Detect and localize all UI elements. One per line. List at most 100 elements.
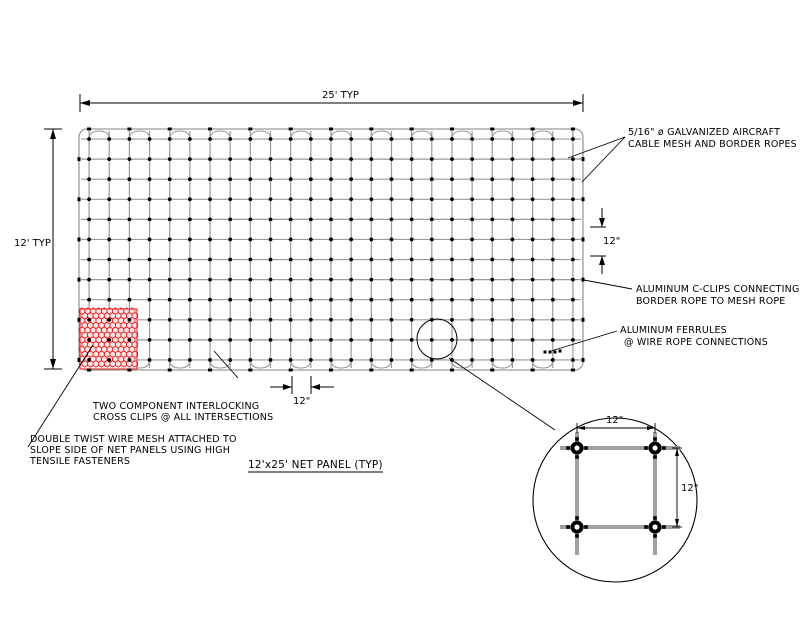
cross-clip: [369, 277, 374, 282]
cross-clip: [450, 157, 454, 162]
cross-clip: [530, 177, 535, 182]
cross-clip: [470, 217, 475, 222]
cross-clip: [107, 257, 112, 262]
callout-leaders: [27, 136, 633, 448]
cross-clip: [268, 237, 273, 242]
cross-clip: [87, 217, 91, 222]
cross-clip: [268, 197, 273, 202]
detail-clip-tab: [653, 516, 657, 520]
cross-clip: [389, 197, 394, 202]
cross-clip: [87, 297, 91, 302]
cross-clip: [308, 277, 313, 282]
rope-loop: [88, 130, 110, 140]
cross-clip: [208, 277, 212, 282]
cross-clip: [510, 358, 515, 362]
cross-clip: [167, 197, 172, 202]
cross-clip: [187, 197, 192, 202]
c-clip: [581, 277, 585, 282]
cross-clip: [268, 337, 273, 342]
cross-clip: [187, 317, 192, 322]
c-clip: [409, 127, 414, 131]
rope-loop: [411, 359, 433, 369]
cross-clip: [127, 277, 132, 282]
cross-clip: [208, 197, 212, 202]
cross-clip: [409, 257, 414, 262]
cross-clip: [87, 257, 91, 262]
cross-clip: [369, 317, 374, 322]
ferrules-callout-line1: ALUMINUM FERRULES: [620, 325, 727, 336]
rope-loop: [451, 130, 473, 140]
cross-clip: [510, 237, 515, 242]
cross-clip: [167, 157, 172, 162]
cross-clip: [490, 237, 495, 242]
cross-clip: [228, 277, 233, 282]
cross-clip: [490, 177, 495, 182]
cross-clip: [550, 277, 555, 282]
cross-clip: [288, 358, 293, 362]
cross-clip: [510, 157, 515, 162]
cross-clip: [248, 137, 253, 141]
c-clip: [77, 157, 81, 162]
panel-title-text: 12'x25' NET PANEL (TYP): [248, 459, 383, 471]
detail-clip-tab: [653, 437, 657, 441]
rope-loop: [290, 359, 312, 369]
cross-clip: [530, 237, 535, 242]
cross-clip: [389, 177, 394, 182]
cross-clip: [409, 237, 414, 242]
ferrules-callout-line2: @ WIRE ROPE CONNECTIONS: [624, 337, 768, 348]
cross-clip: [208, 337, 212, 342]
cross-clip: [268, 277, 273, 282]
c-clip: [329, 127, 333, 131]
cross-clip: [147, 257, 152, 262]
detail-vertical-label: 12": [681, 483, 698, 494]
c-clip: [449, 127, 454, 131]
detail-cross-clip: [566, 437, 588, 459]
cross-clip: [87, 337, 91, 342]
bottom-spacing-label: 12": [293, 396, 310, 407]
cross-clip: [288, 177, 293, 182]
cross-clip: [187, 358, 192, 362]
cross-clip: [349, 358, 354, 362]
cross-clip: [510, 137, 515, 141]
c-clips: [77, 127, 585, 372]
cross-clip: [308, 137, 313, 141]
cross-clip: [409, 217, 414, 222]
detail-clip-hole: [652, 524, 658, 530]
detail-clip-tab: [575, 437, 579, 441]
cross-clip: [208, 297, 212, 302]
cross-clip: [308, 257, 313, 262]
c-clip: [167, 368, 172, 372]
cross-clip: [349, 337, 354, 342]
cross-clip: [571, 337, 575, 342]
cross-clip: [429, 197, 434, 202]
cross-clip: [187, 177, 192, 182]
cross-clip: [208, 317, 212, 322]
c-clip: [248, 127, 253, 131]
rope-loop: [249, 130, 272, 140]
cross-clip: [530, 337, 535, 342]
cross-clip: [450, 317, 454, 322]
cross-clip: [208, 257, 212, 262]
cross-clip: [248, 197, 253, 202]
rope-loop: [330, 359, 352, 369]
cross-clip: [550, 358, 555, 362]
cross-clip: [429, 237, 434, 242]
c-clip: [77, 237, 81, 242]
cross-clip: [228, 358, 233, 362]
cross-clip: [308, 297, 313, 302]
cross-clip: [167, 237, 172, 242]
cross-clip: [308, 237, 313, 242]
cross-clip: [490, 197, 495, 202]
detail-clip-hole: [574, 445, 580, 451]
cross-clip: [107, 217, 112, 222]
c-clip: [167, 127, 172, 131]
c-clip: [127, 127, 132, 131]
rope-loop: [169, 130, 191, 140]
cross-clip: [329, 257, 333, 262]
cross-clip: [389, 337, 394, 342]
c-clip: [490, 368, 495, 372]
cross-clip: [530, 137, 535, 141]
cross-clip: [349, 257, 354, 262]
cross-clip: [571, 297, 575, 302]
